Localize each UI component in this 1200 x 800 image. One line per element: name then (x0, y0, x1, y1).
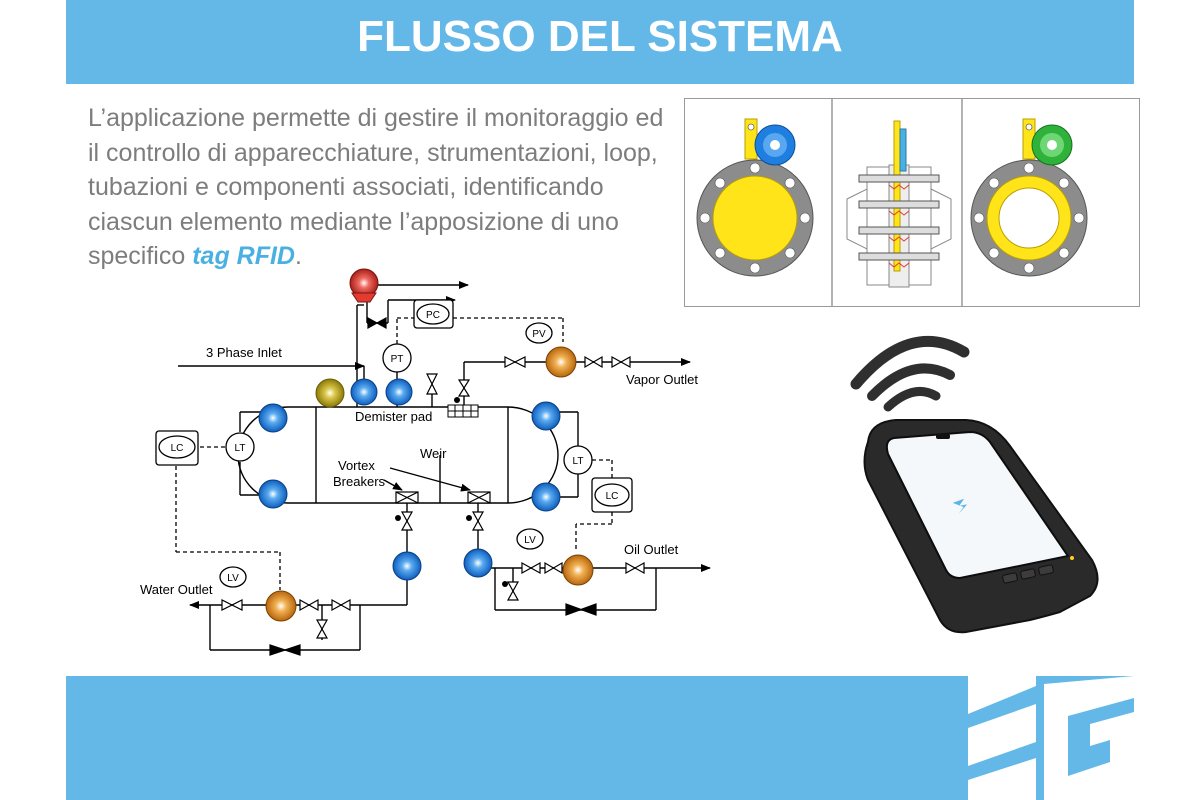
company-logo-icon (968, 676, 1134, 800)
rfid-tag-blue-icon (463, 548, 493, 578)
page-title: FLUSSO DEL SISTEMA (357, 12, 843, 61)
lv-water-text: LV (227, 573, 239, 584)
rfid-tag-orange-icon (562, 554, 594, 586)
lv-oil-bubble (516, 528, 544, 550)
lt-left-text: LT (235, 443, 246, 454)
rfid-tag-blue-icon (754, 124, 796, 166)
rfid-tag-blue-icon (531, 482, 561, 512)
lv-oil-text: LV (524, 535, 536, 546)
spectacle-blind-panel (684, 98, 1140, 307)
rfid-tag-blue-icon (350, 378, 378, 406)
rfid-tag-orange-icon (545, 346, 577, 378)
label-vapor: Vapor Outlet (626, 372, 698, 387)
label-water: Water Outlet (140, 582, 213, 597)
label-demister: Demister pad (355, 409, 432, 424)
pv-text: PV (532, 329, 546, 340)
wireless-signal-icon (850, 335, 970, 412)
lc-right-text: LC (606, 491, 619, 502)
rfid-highlight: tag RFID (192, 242, 295, 270)
blind-closed (696, 118, 814, 277)
pv-bubble (525, 322, 553, 344)
rfid-tag-red-icon (349, 268, 379, 303)
rfid-tag-green-icon (1031, 124, 1073, 166)
rfid-tag-orange-icon (265, 590, 297, 622)
header-bar: FLUSSO DEL SISTEMA (66, 0, 1134, 84)
pt-text: PT (391, 354, 404, 365)
label-inlet: 3 Phase Inlet (206, 345, 282, 360)
pc-text: PC (426, 310, 440, 321)
demister-pad (447, 404, 479, 418)
spectacle-blind-illustration (696, 99, 1088, 306)
label-vortex: Vortex (338, 458, 375, 473)
lt-left-bubble (225, 432, 255, 462)
intro-suffix: . (295, 242, 302, 270)
rfid-tag-blue-icon (392, 551, 422, 581)
rfid-tag-blue-icon (258, 403, 288, 433)
pt-bubble (382, 343, 412, 373)
blind-side-view (846, 120, 952, 288)
blind-open (970, 118, 1088, 277)
intro-text: L’applicazione permette di gestire il mo… (88, 104, 664, 270)
pc-bubble (416, 303, 450, 325)
lv-water-bubble (219, 566, 247, 588)
intro-paragraph: L’applicazione permette di gestire il mo… (88, 101, 668, 274)
rfid-tag-blue-icon (385, 378, 413, 406)
rfid-tag-blue-icon (258, 479, 288, 509)
app-logo-icon (952, 498, 968, 514)
lc-left-text: LC (171, 443, 184, 454)
label-breakers: Breakers (333, 474, 386, 489)
rfid-tag-blue-icon (531, 401, 561, 431)
rfid-tag-yellow-icon (315, 378, 345, 408)
lt-right-bubble (563, 445, 593, 475)
footer-bar (66, 676, 1134, 800)
label-oil: Oil Outlet (624, 542, 679, 557)
rfid-handheld-tablet (863, 419, 1099, 634)
label-weir: Weir (420, 446, 447, 461)
lt-right-text: LT (573, 456, 584, 467)
